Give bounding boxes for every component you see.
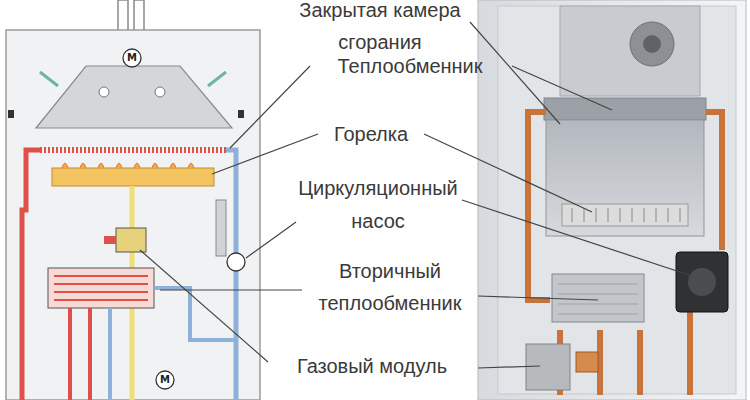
motor-symbol-letter: M <box>124 51 140 65</box>
copper-pipe <box>528 112 550 300</box>
fan-box <box>560 6 700 96</box>
secondary-heat-exchanger <box>552 274 644 322</box>
fan-hub <box>643 35 661 53</box>
motor-symbol-letter: M <box>157 373 173 387</box>
leader-line <box>478 296 598 300</box>
leader-line <box>140 250 268 362</box>
leader-line <box>462 200 692 276</box>
leader-line <box>212 134 318 174</box>
air-pipe <box>134 0 144 32</box>
sensor-symbol <box>155 87 165 97</box>
supply-pipe <box>22 150 40 400</box>
copper-pipe <box>560 312 690 395</box>
pump-symbol <box>227 253 245 271</box>
return-pipe <box>154 288 236 340</box>
return-pipe <box>226 150 236 400</box>
copper-pipe <box>706 112 722 250</box>
sensor-symbol <box>238 110 244 118</box>
part-label: Теплообменник <box>305 52 515 80</box>
leader-line <box>230 66 310 148</box>
sensor-symbol <box>99 87 109 97</box>
three-way-valve-motor <box>156 371 174 389</box>
fan-motor-symbol <box>123 49 141 67</box>
secondary-heat-exchanger-symbol <box>48 268 154 308</box>
leader-line <box>478 366 540 368</box>
part-label: Вторичный теплообменник <box>300 255 480 319</box>
boiler-back-panel <box>498 6 736 394</box>
leader-line <box>470 22 560 124</box>
combustion-chamber <box>546 120 704 236</box>
expansion-tank <box>216 200 226 256</box>
part-label: Циркуляционный насос <box>288 172 468 238</box>
boiler-housing <box>478 0 746 400</box>
burner-symbol <box>52 168 214 186</box>
leader-line <box>512 66 612 110</box>
cold-water-pipe <box>108 308 112 400</box>
flue-pipe <box>118 0 128 32</box>
flue-hood <box>36 66 232 128</box>
heat-exchanger-plates <box>54 276 148 300</box>
part-label: Газовый модуль <box>267 352 477 380</box>
heat-exchanger-symbol <box>40 147 226 153</box>
leader-line <box>424 134 592 212</box>
hot-water-pipe <box>70 308 90 400</box>
leader-line <box>246 222 296 258</box>
gas-valve <box>526 344 570 390</box>
air-flow-arrow <box>40 72 226 86</box>
heat-exchanger <box>544 98 706 120</box>
part-label: Горелка <box>316 120 426 148</box>
circulation-pump <box>676 252 728 312</box>
schematic-housing <box>6 30 260 400</box>
leader-line <box>160 289 302 290</box>
pump-head <box>688 268 716 296</box>
valve-fitting <box>576 352 598 372</box>
gas-valve-coil <box>104 236 116 244</box>
flame-symbol <box>62 163 194 168</box>
gas-module-symbol <box>116 228 146 252</box>
part-label: Закрытая камера сгорания <box>280 0 480 58</box>
fan-motor <box>630 22 674 66</box>
sensor-symbol <box>8 110 14 118</box>
